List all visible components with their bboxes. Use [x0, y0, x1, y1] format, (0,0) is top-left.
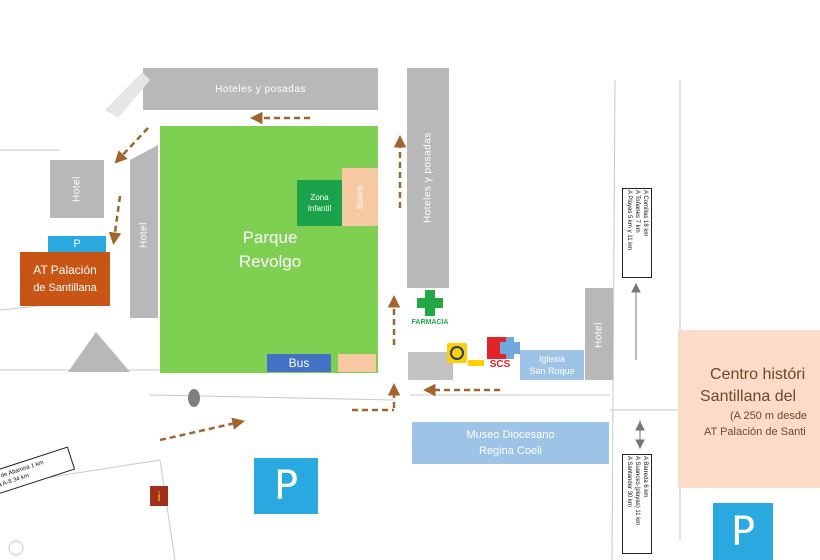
- parking-right-sign: P: [713, 503, 773, 560]
- zona-line2: Infantil: [307, 204, 332, 213]
- direction-arrow-head: [635, 420, 645, 431]
- road-line: [149, 394, 396, 401]
- sign-line: A Playas 5 km y 11 km: [626, 190, 632, 251]
- centro-line2: Santillana del: [700, 388, 797, 405]
- label-hoteles-right: Hoteles y posadas: [422, 132, 434, 223]
- label-hoteles-top: Hoteles y posadas: [215, 83, 306, 95]
- palacion-label: AT Palación de Santillana: [20, 252, 110, 306]
- zona-infantil-area: [297, 180, 342, 226]
- park-area: [160, 126, 378, 373]
- sign-line: A Toñanes 7 km: [634, 190, 640, 233]
- route-arrow: [114, 127, 149, 164]
- farmacia-label: FARMACIA: [411, 318, 449, 326]
- sign-line: A Comillas 18 km: [642, 190, 648, 237]
- roundabout-marker: [188, 389, 200, 407]
- label-small-parking: P: [73, 238, 81, 250]
- bolera-area: [342, 168, 378, 226]
- route-arrow: [159, 417, 245, 442]
- zona-infantil-label: Zona Infantil: [297, 180, 342, 226]
- block-small: [408, 352, 453, 380]
- parking-big-sign: P: [254, 458, 318, 514]
- green-cross-icon: [417, 290, 443, 316]
- iglesia-line1: Iglesia: [538, 354, 565, 364]
- road-sign-north: A Comillas 18 km A Toñanes 7 km A Playas…: [622, 188, 652, 278]
- route-arrow: [108, 195, 122, 245]
- label-hotel-right: Hotel: [593, 322, 605, 348]
- bolera-label: Bolera: [355, 185, 365, 209]
- park-label: Parque Revolgo: [200, 224, 340, 276]
- centro-line4: AT Palación de Santi: [704, 426, 806, 438]
- small-parking-area: [48, 236, 106, 252]
- block-hoteles-top: [143, 68, 378, 110]
- block-hoteles-right: [407, 68, 449, 288]
- sign-line: A Suances (playas) 11 km: [634, 456, 640, 526]
- park-line1: Parque: [242, 228, 298, 247]
- compass-mark: [8, 540, 24, 556]
- palacion-line2: de Santillana: [33, 282, 97, 294]
- museo-area: [412, 422, 609, 464]
- road-sign-south: A Barreda 6 km A Suances (playas) 11 km …: [622, 454, 652, 554]
- scs-health-cross-icon: [487, 337, 520, 359]
- direction-arrow-head: [631, 282, 641, 293]
- block-hotel-right: [585, 288, 613, 380]
- iglesia-area: [520, 350, 584, 380]
- bus-label: Bus: [288, 356, 310, 370]
- tourist-office-icon: i: [150, 486, 168, 506]
- building-blocks: [50, 68, 613, 380]
- road-line: [611, 79, 616, 560]
- museo-label: Museo Diocesano Regina Coeli: [412, 422, 609, 464]
- sign-line: A Barreda 6 km: [642, 456, 648, 498]
- centro-historico-label: Centro históri Santillana del (A 250 m d…: [690, 364, 820, 454]
- museo-line2: Regina Coeli: [479, 445, 542, 457]
- centro-line3: (A 250 m desde: [730, 410, 808, 422]
- label-hotel-mid: Hotel: [138, 222, 150, 248]
- bus-stop-area: [267, 354, 331, 372]
- block-triangle: [68, 332, 130, 372]
- block-hotel-left: [50, 160, 104, 218]
- svg-text:i: i: [157, 490, 160, 504]
- road-line: [159, 459, 176, 560]
- direction-arrow-head: [635, 439, 645, 450]
- zona-line1: Zona: [310, 193, 329, 202]
- centro-historico-area: [678, 330, 820, 488]
- palacion-area: [20, 252, 110, 306]
- block-hotel-mid: [130, 145, 158, 318]
- park-line2: Revolgo: [238, 252, 302, 271]
- scs-label: SCS: [489, 358, 511, 370]
- label-hotel-left: Hotel: [71, 176, 83, 202]
- iglesia-line2: San Roque: [529, 366, 575, 376]
- road-corner: [105, 72, 150, 118]
- iglesia-label: Iglesia San Roque: [520, 350, 584, 380]
- small-kiosk-area: [338, 354, 376, 372]
- centro-line1: Centro históri: [710, 366, 806, 383]
- museo-line1: Museo Diocesano: [466, 429, 555, 441]
- correos-postal-icon: [447, 343, 484, 366]
- route-arrows: [108, 111, 500, 442]
- palacion-line1: AT Palación: [33, 263, 97, 277]
- sign-line: A Santander 30 km: [626, 456, 632, 508]
- direction-arrows: [631, 282, 645, 450]
